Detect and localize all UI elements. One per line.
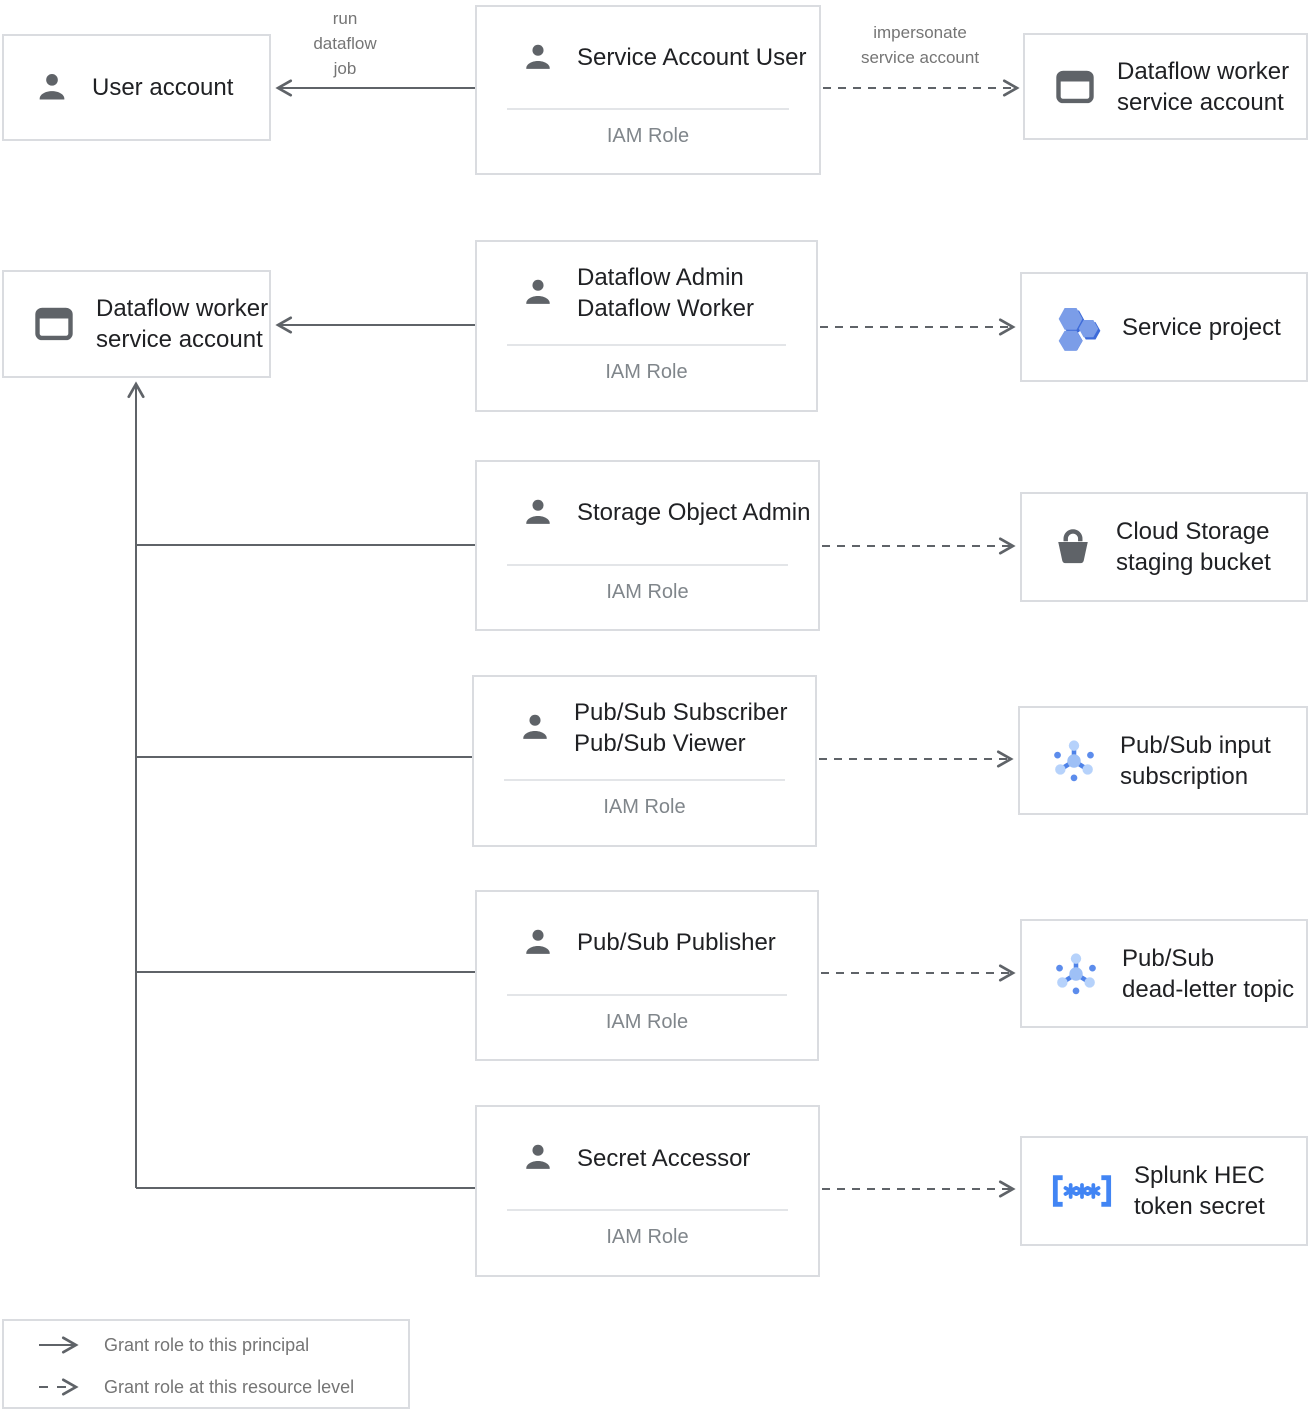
node-user-account: User account xyxy=(2,34,271,141)
person-icon xyxy=(526,279,550,305)
role-title-row: Secret Accessor xyxy=(477,1107,818,1209)
legend-item-solid: Grant role to this principal xyxy=(4,1324,408,1366)
node-secret-accessor: Secret Accessor IAM Role xyxy=(475,1105,820,1277)
node-label: Pub/Sub dead-letter topic xyxy=(1122,944,1295,1003)
node-cloud-storage-staging-bucket: Cloud Storage staging bucket xyxy=(1020,492,1308,602)
node-label: User account xyxy=(92,74,234,101)
solid-arrow-icon xyxy=(39,1336,79,1354)
edge-label-impersonate-service-account: impersonate service account xyxy=(860,23,980,67)
iam-role-label: IAM Role xyxy=(605,361,688,384)
person-icon xyxy=(526,929,550,954)
person-icon xyxy=(526,1144,550,1170)
person-icon xyxy=(39,73,65,99)
role-title: Storage Object Admin xyxy=(577,499,811,527)
node-label: Splunk HEC token secret xyxy=(1134,1162,1265,1220)
iam-role-label: IAM Role xyxy=(606,124,690,147)
divider xyxy=(504,779,785,782)
divider xyxy=(507,993,787,996)
secret-icon xyxy=(1052,1175,1112,1207)
role-title-row: Dataflow Admin Dataflow Worker xyxy=(477,242,816,344)
node-label: Service project xyxy=(1122,313,1281,341)
legend-label: Grant role to this principal xyxy=(104,1334,310,1355)
role-title: Pub/Sub Publisher xyxy=(577,929,776,957)
divider xyxy=(507,1209,788,1212)
pubsub-icon xyxy=(1056,952,1096,994)
role-title: Secret Accessor xyxy=(577,1144,751,1172)
divider xyxy=(507,108,789,111)
legend: Grant role to this principal Grant role … xyxy=(2,1319,410,1409)
node-dataflow-worker-service-account-left: Dataflow worker service account xyxy=(2,270,271,378)
node-service-project: Service project xyxy=(1020,272,1308,382)
legend-item-dashed: Grant role at this resource level xyxy=(4,1366,408,1408)
node-label: Dataflow worker service account xyxy=(96,295,269,353)
legend-label: Grant role at this resource level xyxy=(104,1376,355,1397)
project-hexagons-icon xyxy=(1058,308,1101,351)
person-icon xyxy=(526,44,550,69)
node-pubsub-input-subscription: Pub/Sub input subscription xyxy=(1018,706,1308,815)
iam-role-label: IAM Role xyxy=(603,796,686,819)
person-icon xyxy=(526,499,550,524)
role-title: Pub/Sub Subscriber Pub/Sub Viewer xyxy=(574,699,788,758)
role-title-row: Service Account User xyxy=(477,7,819,108)
node-pubsub-subscriber-viewer: Pub/Sub Subscriber Pub/Sub Viewer IAM Ro… xyxy=(472,675,817,847)
node-storage-object-admin: Storage Object Admin IAM Role xyxy=(475,460,820,631)
edge-label-run-dataflow-job: run dataflow job xyxy=(313,9,377,78)
role-title: Dataflow Admin Dataflow Worker xyxy=(577,264,754,323)
service-account-icon xyxy=(1056,70,1094,103)
role-title: Service Account User xyxy=(577,44,807,72)
divider xyxy=(507,344,786,347)
pubsub-icon xyxy=(1054,739,1094,781)
node-label: Dataflow worker service account xyxy=(1117,57,1290,116)
divider xyxy=(507,563,788,566)
role-title-row: Pub/Sub Publisher xyxy=(477,892,817,994)
service-account-icon xyxy=(35,307,73,341)
role-title-row: Storage Object Admin xyxy=(477,462,818,564)
iam-role-label: IAM Role xyxy=(606,1226,689,1249)
iam-role-label: IAM Role xyxy=(606,580,689,603)
node-pubsub-dead-letter-topic: Pub/Sub dead-letter topic xyxy=(1020,919,1308,1028)
role-title-row: Pub/Sub Subscriber Pub/Sub Viewer xyxy=(474,677,815,779)
dashed-arrow-icon xyxy=(39,1378,79,1396)
iam-role-label: IAM Role xyxy=(605,1010,689,1033)
person-icon xyxy=(523,714,547,740)
node-service-account-user: Service Account User IAM Role xyxy=(475,5,821,175)
node-label: Cloud Storage staging bucket xyxy=(1116,518,1271,576)
node-label: Pub/Sub input subscription xyxy=(1120,731,1271,790)
node-dataflow-admin-worker: Dataflow Admin Dataflow Worker IAM Role xyxy=(475,240,818,412)
node-pubsub-publisher: Pub/Sub Publisher IAM Role xyxy=(475,890,819,1061)
storage-bucket-icon xyxy=(1058,529,1088,564)
node-dataflow-worker-service-account-top: Dataflow worker service account xyxy=(1023,33,1308,140)
node-splunk-hec-token-secret: Splunk HEC token secret xyxy=(1020,1136,1308,1246)
